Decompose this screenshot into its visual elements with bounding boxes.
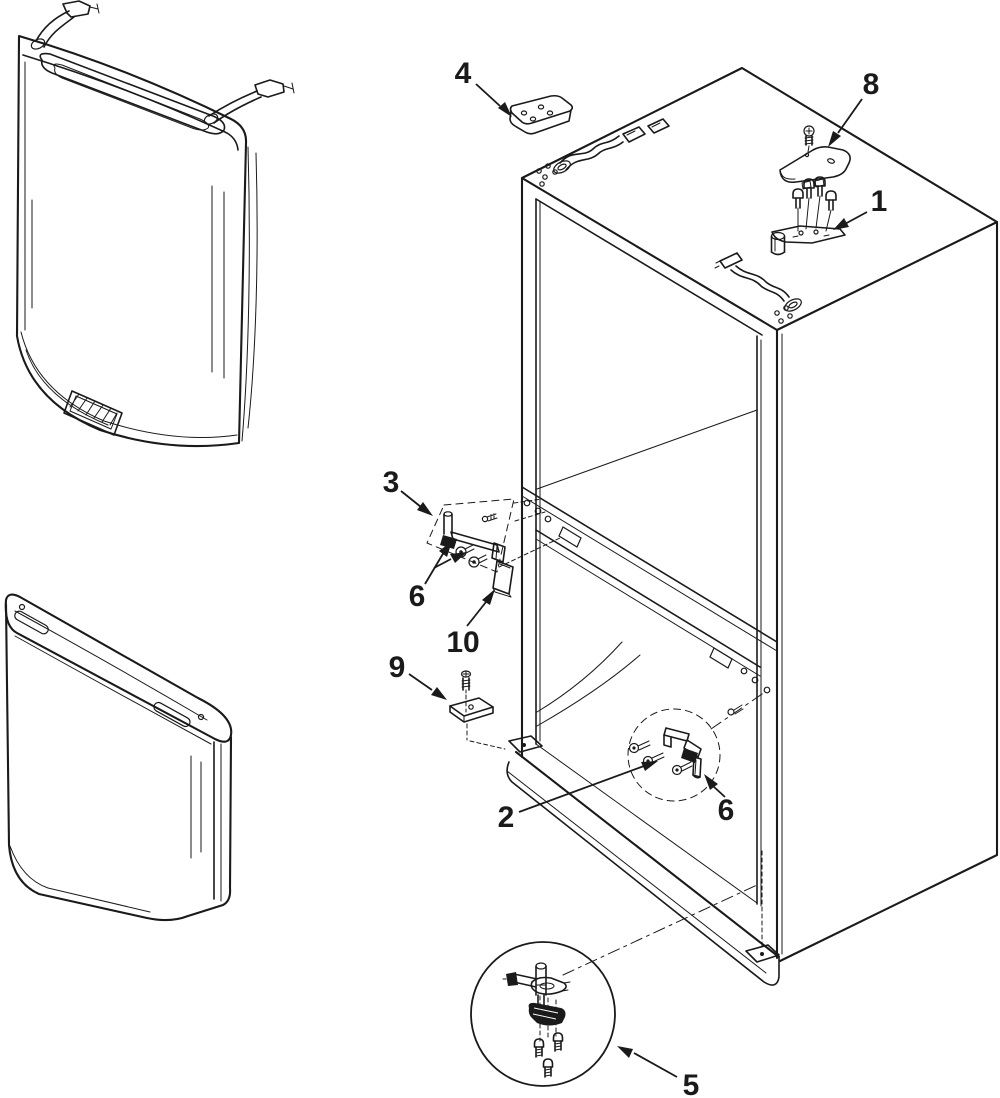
part-top-hinge-cover-plate [509,94,574,135]
callout-5: 5 [617,1046,699,1098]
callout-label-5: 5 [683,1069,700,1098]
callout-6-right: 6 [704,774,734,827]
callout-label-8: 8 [863,68,880,101]
callout-label-3: 3 [383,466,400,499]
callout-4: 4 [455,57,512,117]
cabinet-right-face [778,220,999,963]
dashed-box [426,498,515,573]
callout-label-4: 4 [455,57,472,90]
wire-connector [647,118,670,134]
bottom-right-corner-plate [745,944,780,963]
callout-1: 1 [833,185,887,230]
top-cap-recess [39,52,226,135]
wire-connector [622,126,646,143]
wire-connector [719,252,743,269]
door-outline [15,34,248,448]
freezer-door [4,593,233,922]
hinge-screw [468,554,488,568]
hinge-screw [628,740,651,754]
leg-bolt [542,1058,554,1078]
part-top-hinge [770,176,846,256]
hinge-bolt [814,176,826,229]
callout-label-6-right: 6 [718,794,735,827]
callout-label-2: 2 [498,801,515,834]
cabinet-top-face [520,66,999,332]
part-leveling-leg [470,884,758,1087]
kick-panel [506,750,781,986]
plate-screw [460,670,472,694]
center-rail [521,486,778,716]
callouts: 1 2 3 4 5 6 [383,57,888,1098]
hinge-slot-right [709,647,733,669]
callout-label-9: 9 [389,651,406,684]
small-screw [481,513,498,523]
hinge-bolt [825,190,837,232]
hinge-bolt [792,188,804,232]
water-tube-left [30,0,100,50]
callout-label-10: 10 [446,626,479,659]
leg-bolt [552,1032,564,1052]
part-center-hinge-left [426,498,561,598]
hinge-slot-left [558,526,582,548]
callout-2: 2 [498,761,658,834]
hinge-screw [671,761,693,776]
rail-screw [727,704,744,716]
part-top-hinge-cover [779,125,851,190]
detail-circle [470,941,616,1087]
callout-6-left: 6 [409,541,467,613]
wire-harness-left [536,118,670,187]
hinge-bolt [803,178,815,230]
part-hinge-shim [492,560,514,598]
hinge-slot [14,610,49,635]
callout-9: 9 [389,651,447,700]
hinge-pin-right-part [692,756,702,779]
leg-bolt [533,1038,545,1058]
part-bottom-hinge-plate [449,670,506,750]
freezer-interior [536,641,641,727]
hinge-slot [153,701,191,728]
dashed-circle [627,708,721,802]
bottom-left-corner-plate [508,735,543,753]
callout-3: 3 [383,466,433,516]
hinge-pin-cup [770,231,786,256]
water-tube-right [203,79,295,125]
door-bottom-grille [63,390,123,436]
refrigerator-cabinet [506,66,999,986]
callout-10: 10 [446,589,495,659]
leg-pin [535,962,547,1012]
hinge-pin-left-part [440,511,457,549]
wire-harness-right [714,252,802,324]
fresh-food-door [15,0,295,448]
callout-8: 8 [828,68,879,147]
cover-screw [803,125,815,153]
callout-label-1: 1 [871,185,888,218]
callout-label-6-left: 6 [409,580,426,613]
door-outline [4,593,233,743]
fridge-interior [536,337,758,490]
part-center-hinge-right [627,691,766,802]
